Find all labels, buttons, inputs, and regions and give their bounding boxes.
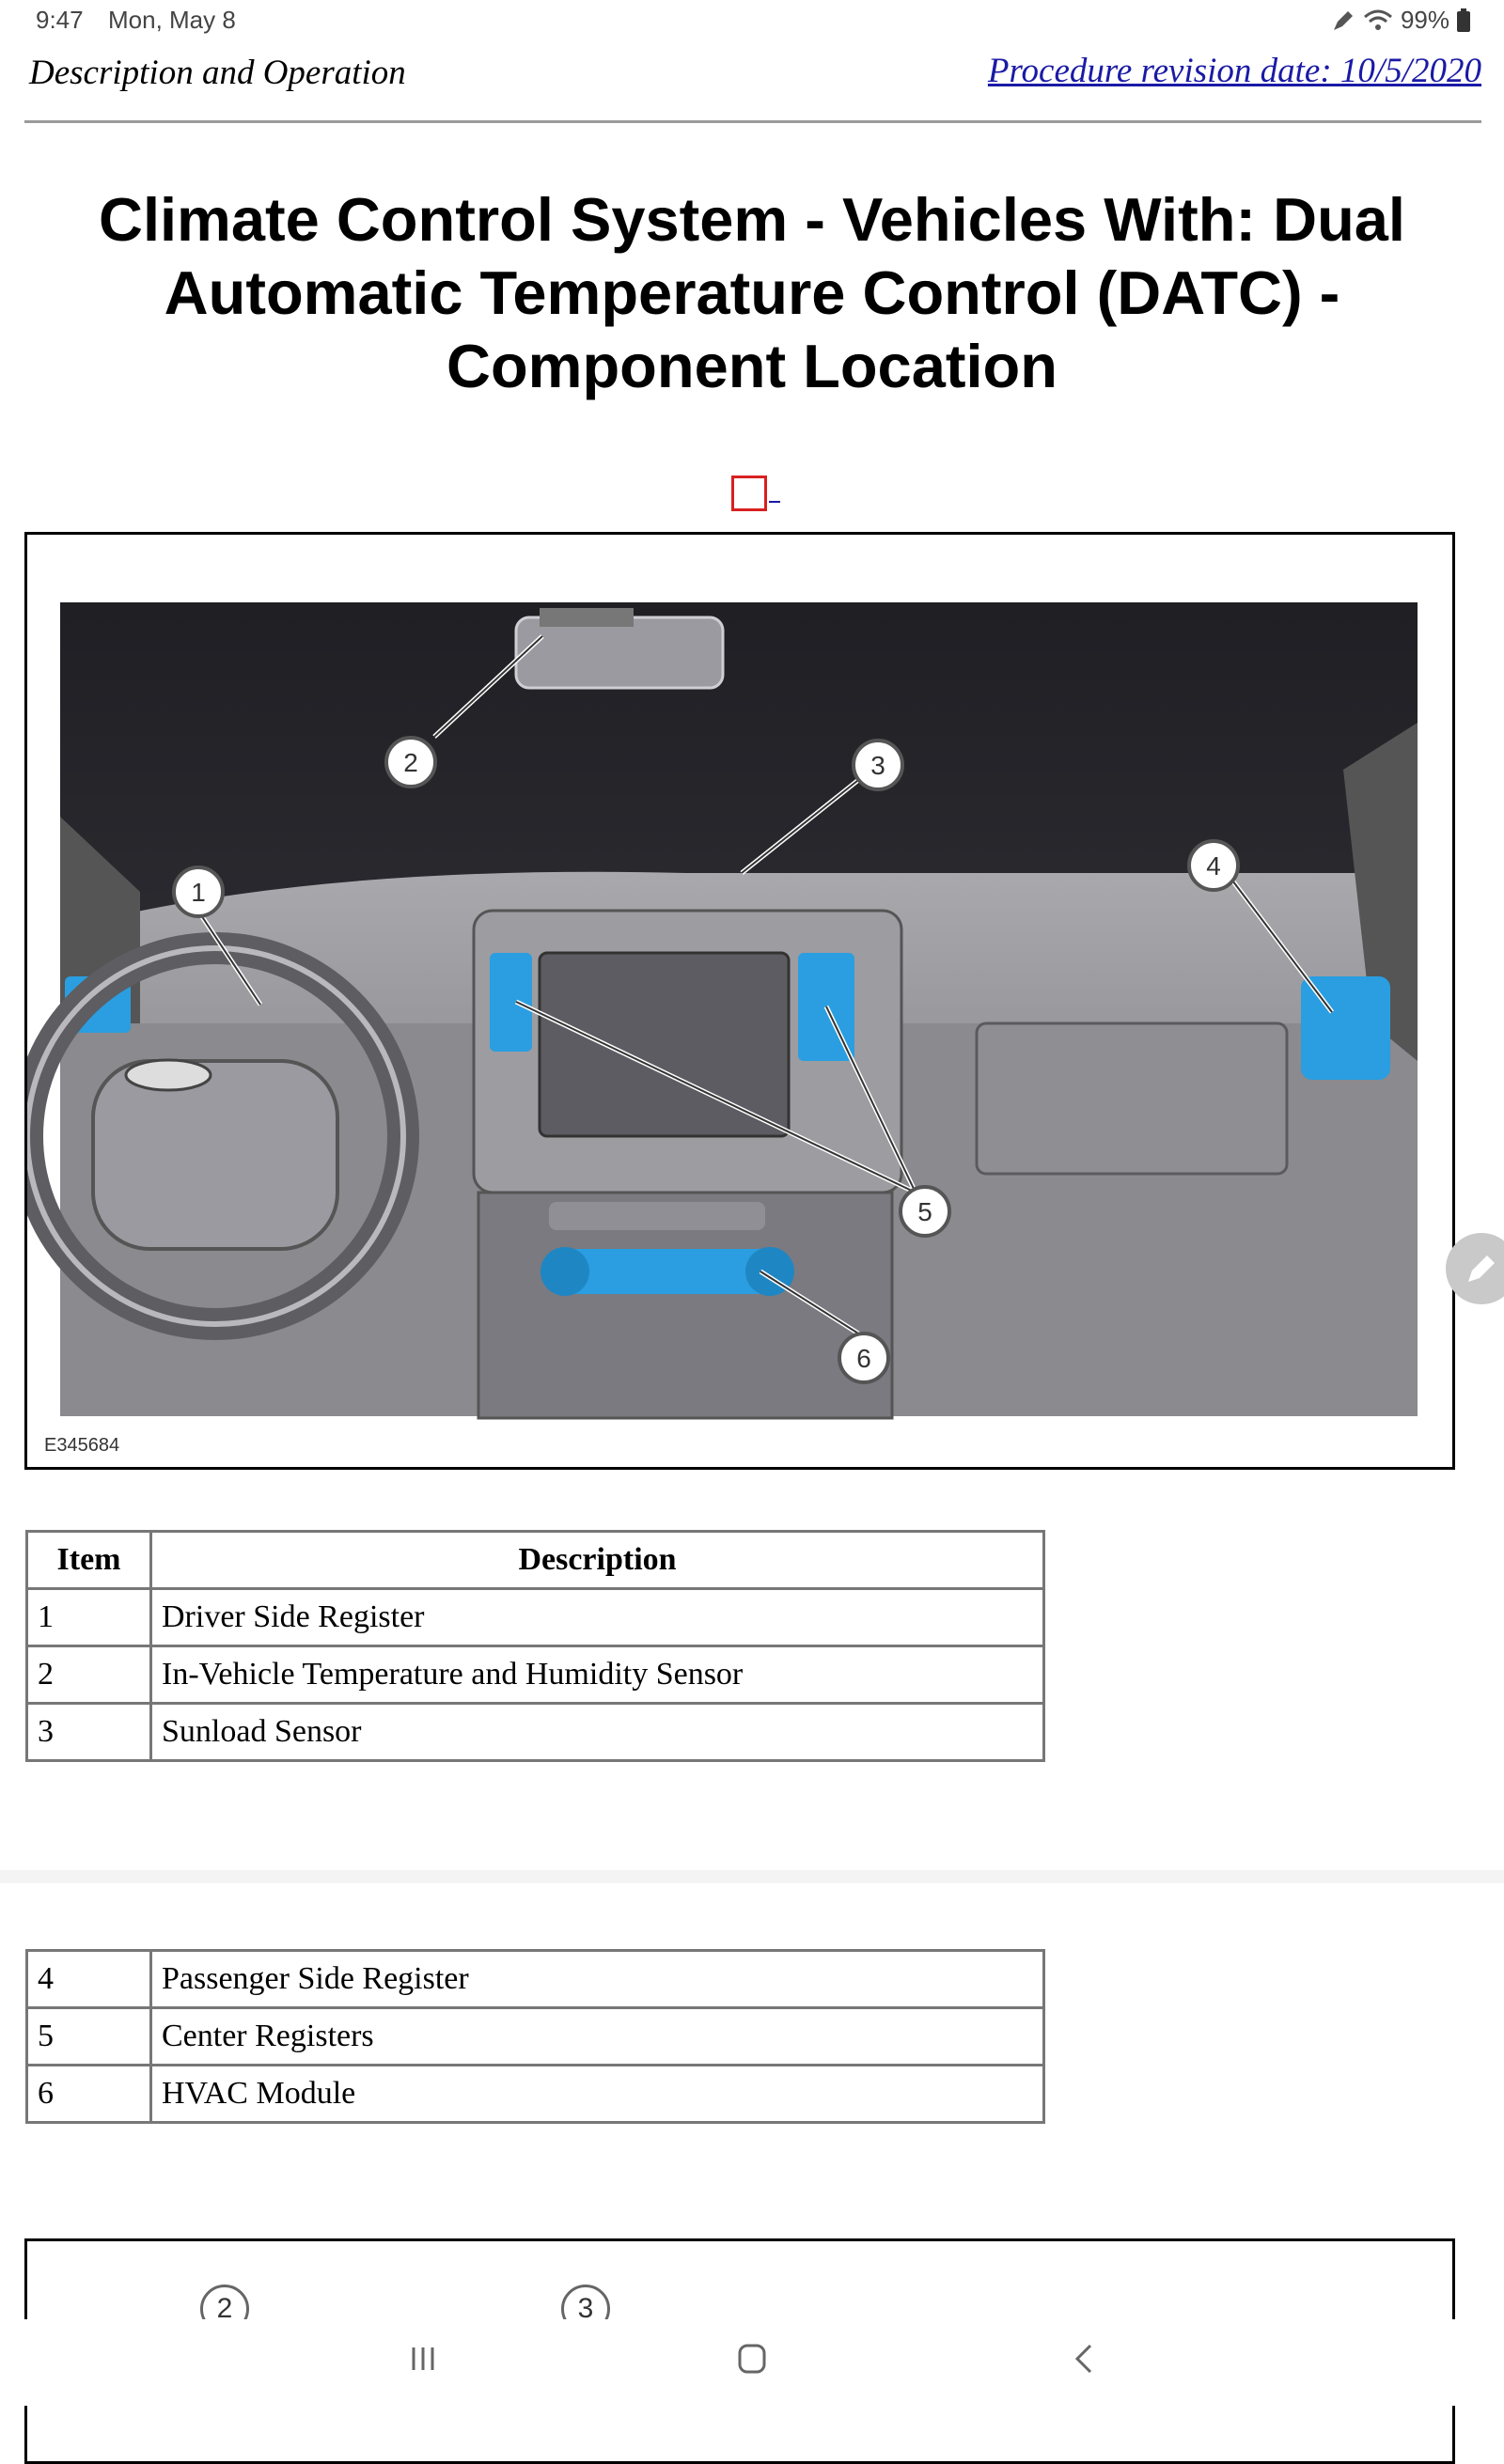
- table-row: 4 Passenger Side Register: [25, 1949, 1045, 2009]
- battery-icon: [1457, 8, 1470, 32]
- edit-button[interactable]: [1446, 1233, 1504, 1304]
- back-icon: [1074, 2344, 1092, 2374]
- item-description: HVAC Module: [149, 2064, 1045, 2124]
- back-button[interactable]: [1066, 2340, 1104, 2382]
- header-divider: [24, 120, 1481, 123]
- table-row: 1 Driver Side Register: [25, 1587, 1045, 1647]
- callout-4-label: 4: [1206, 851, 1221, 881]
- procedure-revision-link[interactable]: Procedure revision date: 10/5/2020: [987, 52, 1481, 90]
- callout-5-label: 5: [917, 1197, 932, 1226]
- home-icon: [738, 2344, 766, 2374]
- system-navigation-bar: [0, 2319, 1504, 2406]
- wifi-icon: [1363, 9, 1392, 30]
- page-cut-mask: [19, 1774, 1053, 1791]
- component-table-continued: 4 Passenger Side Register 5 Center Regis…: [25, 1949, 1045, 2124]
- item-number: 5: [25, 2006, 152, 2066]
- home-button[interactable]: [733, 2340, 771, 2382]
- table-row: 6 HVAC Module: [25, 2064, 1045, 2124]
- broken-image-icon[interactable]: [731, 476, 767, 511]
- item-number: 1: [25, 1587, 152, 1647]
- pencil-icon: [1468, 1255, 1495, 1282]
- column-header-item: Item: [25, 1530, 152, 1590]
- page-title: Climate Control System - Vehicles With: …: [99, 185, 1405, 400]
- item-description: Sunload Sensor: [149, 1702, 1045, 1762]
- callout-6: 6: [838, 1332, 890, 1384]
- figure-id: E345684: [44, 1435, 120, 1456]
- callout-1-label: 1: [191, 878, 206, 907]
- callout-2-label: 2: [403, 748, 418, 777]
- table-row: 2 In-Vehicle Temperature and Humidity Se…: [25, 1645, 1045, 1705]
- status-time: 9:47: [36, 6, 84, 34]
- callout-4: 4: [1187, 839, 1240, 892]
- section-heading: Description and Operation: [29, 54, 406, 92]
- component-location-figure[interactable]: 1 2 3 4 5 6 E345684: [24, 532, 1455, 1470]
- column-header-description: Description: [149, 1530, 1045, 1590]
- page-break: [0, 1870, 1504, 1883]
- item-description: In-Vehicle Temperature and Humidity Sens…: [149, 1645, 1045, 1705]
- item-description: Passenger Side Register: [149, 1949, 1045, 2009]
- callout-6-label: 6: [856, 1344, 871, 1373]
- status-icons: 99%: [1331, 6, 1470, 35]
- item-description: Center Registers: [149, 2006, 1045, 2066]
- callout-5: 5: [899, 1185, 951, 1238]
- item-number: 6: [25, 2064, 152, 2124]
- table-row: 5 Center Registers: [25, 2006, 1045, 2066]
- status-bar: 9:47 Mon, May 8 99%: [0, 0, 1504, 45]
- battery-percent: 99%: [1400, 6, 1449, 34]
- callout-2: 2: [384, 736, 437, 788]
- component-table: Item Description 1 Driver Side Register …: [25, 1530, 1045, 1762]
- recent-apps-button[interactable]: [404, 2340, 442, 2382]
- item-number: 3: [25, 1702, 152, 1762]
- table-header-row: Item Description: [25, 1530, 1045, 1590]
- link-underline: [769, 501, 780, 503]
- pen-mode-icon: [1333, 10, 1353, 30]
- status-date: Mon, May 8: [108, 6, 236, 34]
- callout-3: 3: [852, 739, 904, 791]
- item-description: Driver Side Register: [149, 1587, 1045, 1647]
- callout-1: 1: [172, 866, 225, 918]
- item-number: 4: [25, 1949, 152, 2009]
- recent-apps-icon: [412, 2347, 434, 2370]
- callout-3-label: 3: [870, 751, 885, 780]
- item-number: 2: [25, 1645, 152, 1705]
- dashboard-illustration: 1 2 3 4 5 6: [27, 602, 1418, 1420]
- table-row: 3 Sunload Sensor: [25, 1702, 1045, 1762]
